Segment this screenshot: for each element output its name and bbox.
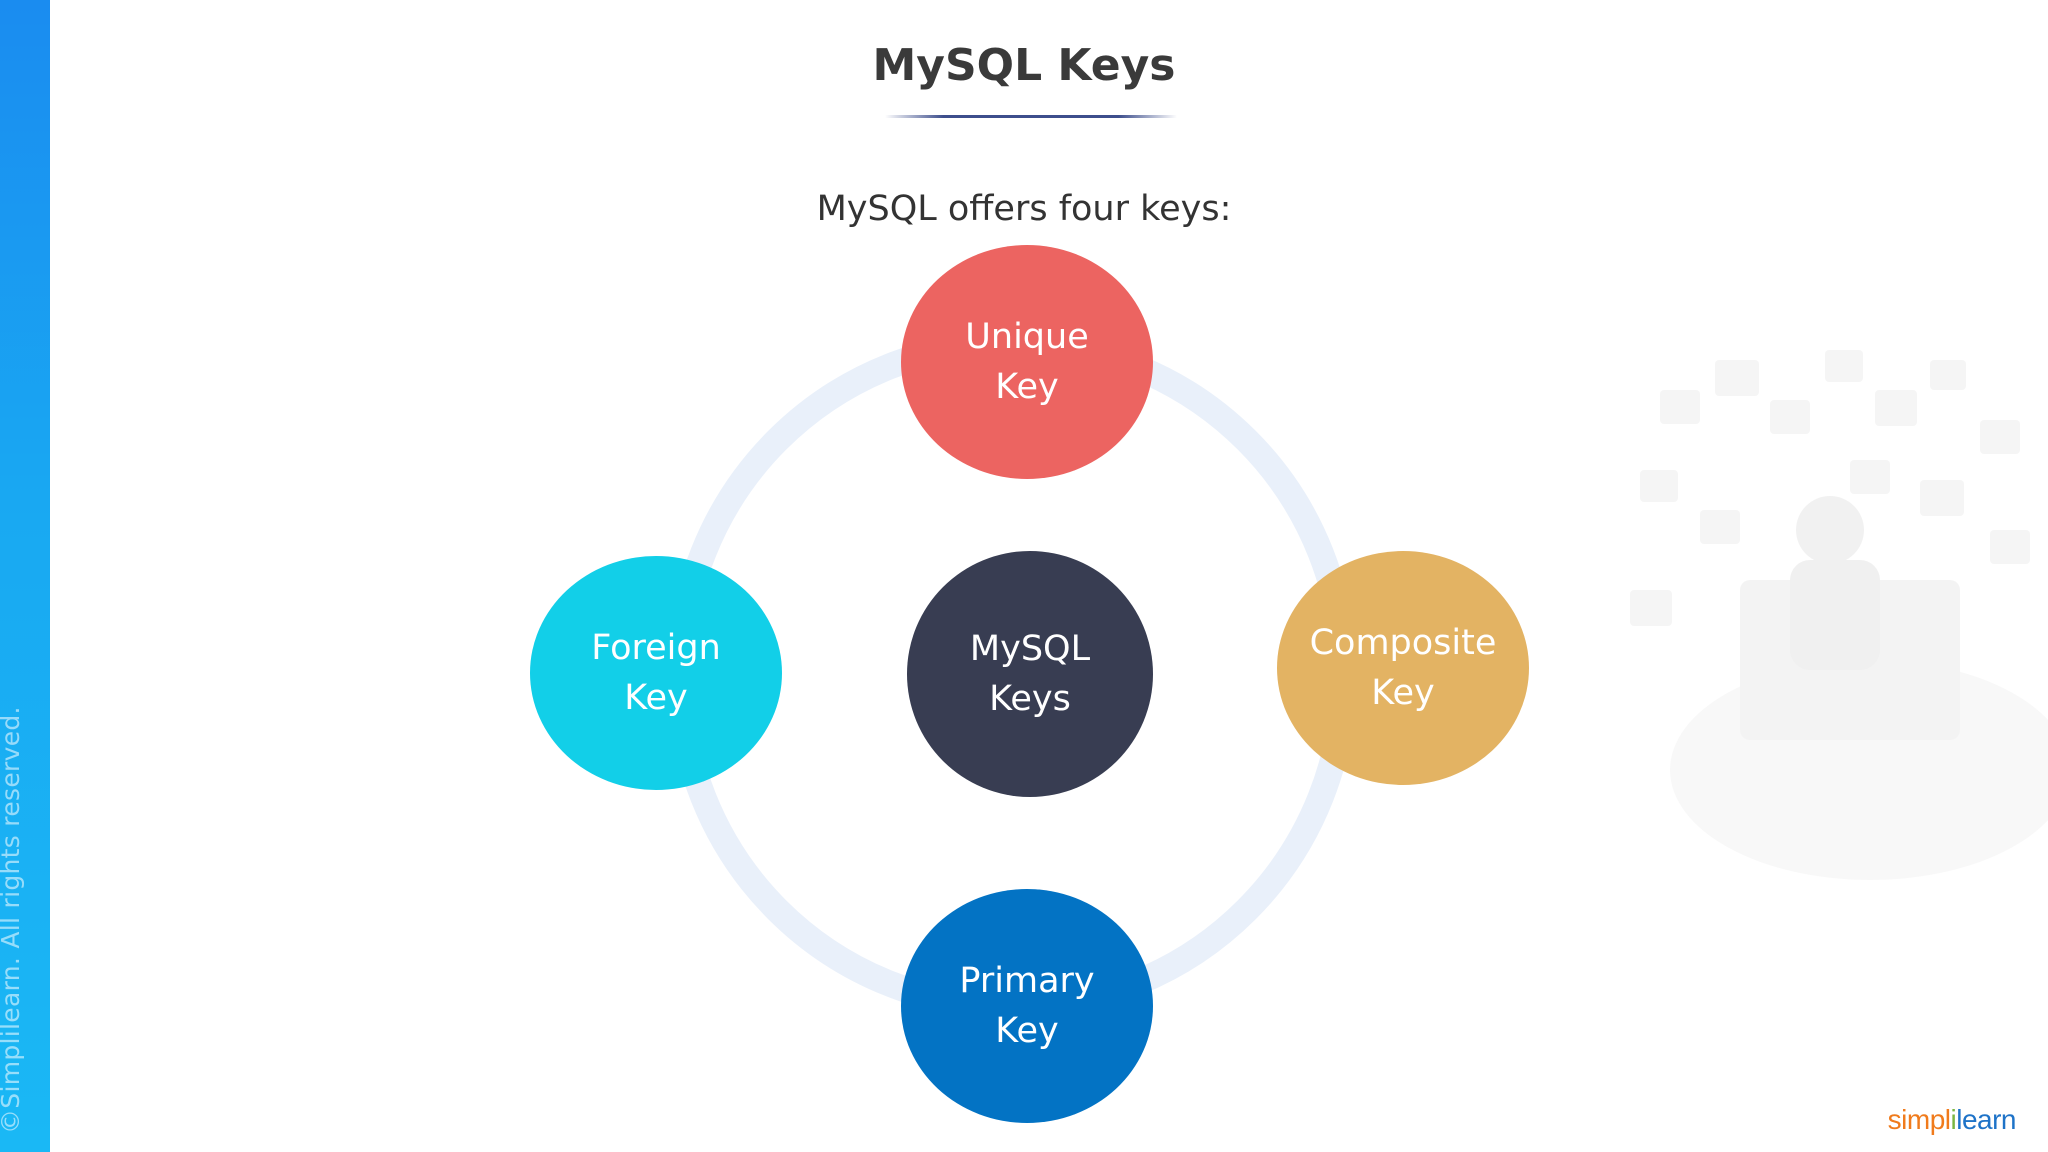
unique-key-node: Unique Key	[901, 245, 1153, 479]
foreign-key-label-line1: Foreign	[591, 628, 721, 668]
simplilearn-logo: simplilearn	[1887, 1104, 2017, 1136]
slide-subtitle: MySQL offers four keys:	[816, 189, 1232, 229]
primary-key-node: Primary Key	[901, 889, 1153, 1123]
unique-key-label-line1: Unique	[965, 317, 1089, 357]
composite-key-label-line2: Key	[1371, 673, 1435, 713]
foreign-key-label-line2: Key	[624, 678, 688, 718]
left-accent-bar: ©Simplilearn. All rights reserved.	[0, 0, 50, 1152]
composite-key-label-line1: Composite	[1309, 623, 1497, 663]
foreign-key-node: Foreign Key	[530, 556, 782, 790]
primary-key-label-line1: Primary	[959, 961, 1095, 1001]
title-underline	[885, 115, 1177, 118]
center-label-line2: Keys	[989, 679, 1071, 719]
logo-part-simpl: simpl	[1887, 1104, 1951, 1135]
center-label-line1: MySQL	[969, 629, 1091, 669]
mysql-keys-center-node: MySQL Keys	[907, 551, 1153, 797]
unique-key-label-line2: Key	[995, 367, 1059, 407]
composite-key-node: Composite Key	[1277, 551, 1529, 785]
background-illustration	[1630, 350, 2048, 880]
logo-part-learn: learn	[1956, 1104, 2016, 1135]
primary-key-label-line2: Key	[995, 1011, 1059, 1051]
slide-title: MySQL Keys	[872, 40, 1176, 91]
logo-part-i: i	[1950, 1104, 1957, 1135]
copyright-notice: ©Simplilearn. All rights reserved.	[0, 706, 25, 1134]
